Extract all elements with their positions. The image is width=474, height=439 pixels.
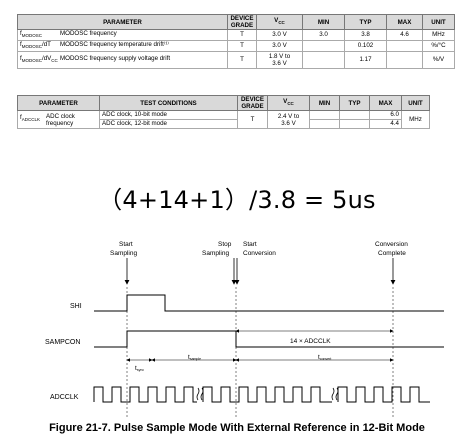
- unit-cell: %/V: [422, 51, 455, 70]
- adcclk-signal-label: ADCCLK: [50, 394, 79, 401]
- typ-cell: 1.17: [344, 51, 387, 70]
- grade-cell: T: [227, 51, 257, 70]
- max-cell: 4.6: [386, 28, 423, 42]
- svg-text:Sampling: Sampling: [202, 250, 229, 257]
- max-cell: 4.4: [369, 119, 402, 129]
- conversion-time-formula: （4+14+1）/3.8 = 5us: [98, 186, 376, 214]
- vcc-cell: 1.8 V to 3.6 V: [256, 51, 303, 70]
- header-vcc: VCC: [256, 14, 303, 30]
- adcclk-spec-table: PARAMETER TEST CONDITIONS DEVICE GRADE V…: [17, 95, 430, 129]
- header-parameter: PARAMETER: [17, 95, 100, 111]
- t-sample-label: tsample: [188, 354, 201, 361]
- header-max: MAX: [369, 95, 402, 111]
- param-name: MODOSC frequency: [60, 30, 117, 37]
- param-name: ADC clock frequency: [46, 112, 75, 127]
- adcclk-count-label: 14 × ADCCLK: [290, 338, 331, 345]
- header-unit: UNIT: [401, 95, 430, 111]
- svg-text:Start: Start: [243, 241, 257, 248]
- clock-break-mark: [331, 387, 339, 401]
- condition-cell: ADC clock, 12-bit mode: [99, 119, 238, 129]
- min-cell: 3.0: [302, 28, 345, 42]
- max-cell: 6.0: [369, 110, 402, 120]
- svg-text:Sampling: Sampling: [110, 250, 137, 257]
- shi-waveform: [94, 294, 444, 312]
- unit-cell: MHz: [422, 28, 455, 42]
- figure-caption: Figure 21-7. Pulse Sample Mode With Exte…: [49, 422, 425, 434]
- header-typ: TYP: [339, 95, 370, 111]
- header-unit: UNIT: [422, 14, 455, 30]
- table-header-row: PARAMETER TEST CONDITIONS DEVICE GRADE V…: [17, 95, 430, 111]
- min-cell: [309, 119, 340, 129]
- header-min: MIN: [302, 14, 345, 30]
- param-symbol: fMODOSC/dT: [20, 41, 51, 50]
- min-cell: [302, 40, 345, 53]
- t-sync-label: tsync: [135, 365, 144, 372]
- header-parameter: PARAMETER: [17, 14, 228, 30]
- param-cell: fMODOSC/dT MODOSC frequency temperature d…: [17, 40, 228, 53]
- timing-diagram: Start Sampling Stop Sampling Start Conve…: [45, 241, 444, 417]
- sampcon-signal-label: SAMPCON: [45, 339, 80, 346]
- sampcon-waveform: [94, 330, 444, 348]
- param-symbol: fADCCLK: [20, 114, 40, 123]
- header-typ: TYP: [344, 14, 387, 30]
- vcc-cell: 3.0 V: [256, 28, 303, 42]
- table-header-row: PARAMETER DEVICE GRADE VCC MIN TYP MAX U…: [17, 14, 455, 30]
- grade-cell: T: [227, 28, 257, 42]
- unit-cell: %/°C: [422, 40, 455, 53]
- svg-text:Complete: Complete: [378, 250, 406, 257]
- condition-cell: ADC clock, 10-bit mode: [99, 110, 238, 120]
- param-symbol: fMODOSC: [20, 30, 42, 39]
- header-device-grade: DEVICE GRADE: [237, 95, 268, 111]
- unit-cell: MHz: [401, 110, 430, 129]
- vcc-cell: 2.4 V to 3.6 V: [267, 110, 310, 129]
- start-conversion-label: Start Conversion: [243, 241, 276, 257]
- svg-text:Stop: Stop: [218, 241, 232, 248]
- svg-text:Start: Start: [119, 241, 133, 248]
- header-device-grade: DEVICE GRADE: [227, 14, 257, 30]
- max-cell: [386, 51, 423, 70]
- min-cell: [309, 110, 340, 120]
- param-name: MODOSC frequency supply voltage drift: [60, 55, 171, 63]
- typ-cell: [339, 119, 370, 129]
- min-cell: [302, 51, 345, 70]
- t-convert-label: tconvert: [318, 354, 331, 361]
- svg-text:Conversion: Conversion: [243, 250, 276, 257]
- adcclk-waveform: [93, 386, 430, 403]
- header-test-conditions: TEST CONDITIONS: [99, 95, 238, 111]
- header-min: MIN: [309, 95, 340, 111]
- typ-cell: 0.102: [344, 40, 387, 53]
- vcc-cell: 3.0 V: [256, 40, 303, 53]
- max-cell: [386, 40, 423, 53]
- table-row: fMODOSC/dT MODOSC frequency temperature d…: [17, 40, 455, 53]
- typ-cell: 3.8: [344, 28, 387, 42]
- svg-text:Conversion: Conversion: [375, 241, 408, 248]
- stop-sampling-label: Stop Sampling: [202, 241, 232, 257]
- shi-signal-label: SHI: [70, 303, 82, 310]
- start-sampling-label: Start Sampling: [110, 241, 137, 257]
- param-cell: fMODOSC MODOSC frequency: [17, 28, 228, 42]
- typ-cell: [339, 110, 370, 120]
- param-cell: fADCCLK ADC clock frequency: [17, 110, 100, 129]
- clock-break-mark: [196, 387, 204, 401]
- grade-cell: T: [227, 40, 257, 53]
- param-name: MODOSC frequency temperature drift⁽¹⁾: [60, 41, 169, 49]
- grade-cell: T: [237, 110, 268, 129]
- table-row: fADCCLK ADC clock frequency ADC clock, 10…: [17, 110, 430, 129]
- header-max: MAX: [386, 14, 423, 30]
- param-symbol: fMODOSC/dVCC: [20, 55, 58, 64]
- header-vcc: VCC: [267, 95, 310, 111]
- modosc-spec-table: PARAMETER DEVICE GRADE VCC MIN TYP MAX U…: [17, 14, 455, 70]
- table-row: ADC clock, 12-bit mode 4.4: [18, 119, 430, 129]
- conversion-complete-label: Conversion Complete: [375, 241, 408, 257]
